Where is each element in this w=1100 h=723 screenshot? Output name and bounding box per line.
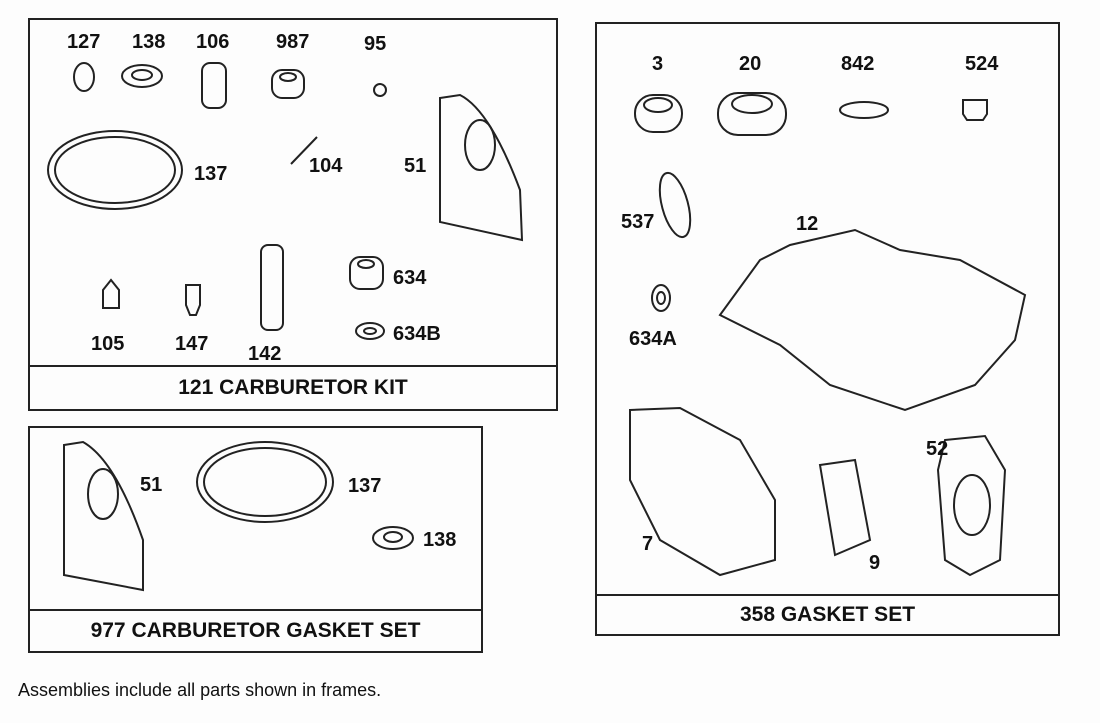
- part-537-oring: [658, 171, 692, 239]
- part-label: 9: [869, 552, 881, 574]
- part-142-tube: [260, 244, 284, 331]
- part-138-seal: [121, 64, 163, 88]
- part-label: 138: [132, 31, 166, 53]
- part-label: 20: [739, 53, 762, 75]
- part-95-screw: [373, 83, 387, 97]
- part-label: 537: [621, 211, 655, 233]
- part-label: 137: [194, 163, 228, 185]
- part-label: 51: [140, 474, 163, 496]
- part-3-seal: [634, 94, 683, 133]
- part-51-gasket-b: [63, 440, 144, 592]
- part-52-gasket: [936, 434, 1007, 577]
- frame-gasket-set: 358 GASKET SET: [595, 22, 1060, 636]
- part-9-gasket: [818, 458, 872, 557]
- part-label: 634: [393, 267, 427, 289]
- part-634b-washer: [355, 322, 385, 340]
- part-634a-washer: [651, 284, 671, 312]
- part-label: 12: [796, 213, 819, 235]
- part-label: 127: [67, 31, 101, 53]
- part-104-pin: [290, 136, 318, 165]
- part-127-washer: [73, 62, 95, 92]
- part-106-jet: [201, 62, 227, 109]
- part-137-oring-b: [196, 441, 334, 523]
- part-label: 3: [652, 53, 664, 75]
- part-label: 52: [926, 438, 949, 460]
- assembly-note: Assemblies include all parts shown in fr…: [18, 680, 382, 700]
- part-51-gasket: [439, 93, 524, 242]
- part-label: 105: [91, 333, 125, 355]
- part-147-screw: [185, 284, 201, 316]
- frame-title: 358 GASKET SET: [597, 594, 1058, 634]
- part-12-gasket: [718, 228, 1027, 412]
- part-label: 842: [841, 53, 875, 75]
- part-137-oring: [47, 130, 183, 210]
- part-7-gasket: [629, 406, 776, 577]
- part-label: 634A: [629, 328, 677, 350]
- frame-title: 121 CARBURETOR KIT: [30, 365, 556, 409]
- frame-carburetor-kit: 121 CARBURETOR KIT: [28, 18, 558, 411]
- part-label: 106: [196, 31, 230, 53]
- part-842-ring: [839, 101, 889, 119]
- part-987-bushing: [271, 69, 305, 99]
- frame-carburetor-gasket-set: 977 CARBURETOR GASKET SET: [28, 426, 483, 653]
- part-label: 524: [965, 53, 999, 75]
- part-label: 104: [309, 155, 343, 177]
- part-label: 142: [248, 343, 282, 365]
- part-label: 7: [642, 533, 654, 555]
- part-label: 634B: [393, 323, 441, 345]
- part-label: 95: [364, 33, 387, 55]
- part-label: 137: [348, 475, 382, 497]
- part-label: 147: [175, 333, 209, 355]
- part-label: 51: [404, 155, 427, 177]
- part-524-plug: [962, 99, 988, 121]
- part-138-seal-b: [372, 526, 414, 550]
- part-label: 138: [423, 529, 457, 551]
- part-20-seal: [717, 92, 787, 136]
- frame-title: 977 CARBURETOR GASKET SET: [30, 609, 481, 651]
- part-105-needle: [102, 278, 120, 309]
- part-634-bushing: [349, 256, 384, 290]
- part-label: 987: [276, 31, 310, 53]
